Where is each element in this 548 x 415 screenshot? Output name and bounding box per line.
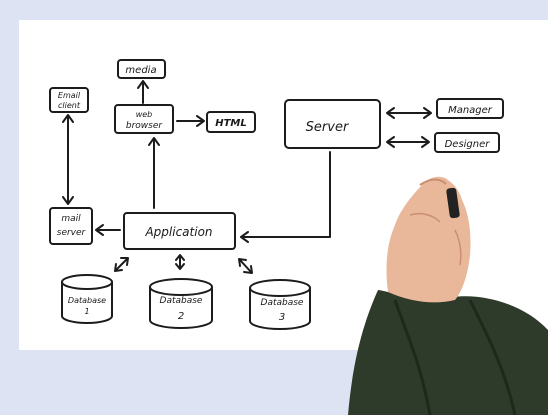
connection-arrows — [62, 80, 432, 274]
email-client-node: Email client — [49, 87, 89, 113]
mail-server-label-1: mail — [61, 214, 81, 224]
email-client-label-1: Email — [58, 91, 81, 100]
web-browser-node: web browser — [114, 104, 174, 134]
hand-with-marker-illustration — [348, 176, 548, 415]
database-3-number: 3 — [279, 312, 285, 323]
database-3-label: Database — [261, 298, 304, 308]
server-label: Server — [306, 120, 350, 135]
designer-node: Designer — [434, 132, 500, 153]
database-1-number: 1 — [84, 307, 89, 316]
media-label: media — [125, 65, 156, 76]
application-node: Application — [123, 212, 236, 250]
server-node: Server — [284, 99, 381, 149]
mail-server-node: mail server — [49, 207, 93, 245]
media-node: media — [117, 59, 166, 79]
background-lower-left — [19, 350, 359, 415]
designer-label: Designer — [445, 139, 491, 150]
database-1-node: Database 1 — [61, 274, 113, 324]
email-client-label-2: client — [58, 101, 81, 110]
web-browser-label-1: web — [136, 110, 153, 119]
mail-server-label-2: server — [57, 228, 87, 238]
manager-label: Manager — [448, 105, 493, 116]
database-1-label: Database — [68, 296, 106, 305]
application-label: Application — [144, 225, 212, 239]
database-2-label: Database — [160, 296, 203, 306]
web-browser-label-2: browser — [126, 121, 164, 131]
html-node: HTML — [206, 111, 256, 133]
database-2-node: Database 2 — [149, 278, 213, 329]
database-2-number: 2 — [178, 311, 184, 322]
html-label: HTML — [215, 118, 247, 129]
database-3-node: Database 3 — [249, 279, 311, 330]
manager-node: Manager — [436, 98, 504, 119]
